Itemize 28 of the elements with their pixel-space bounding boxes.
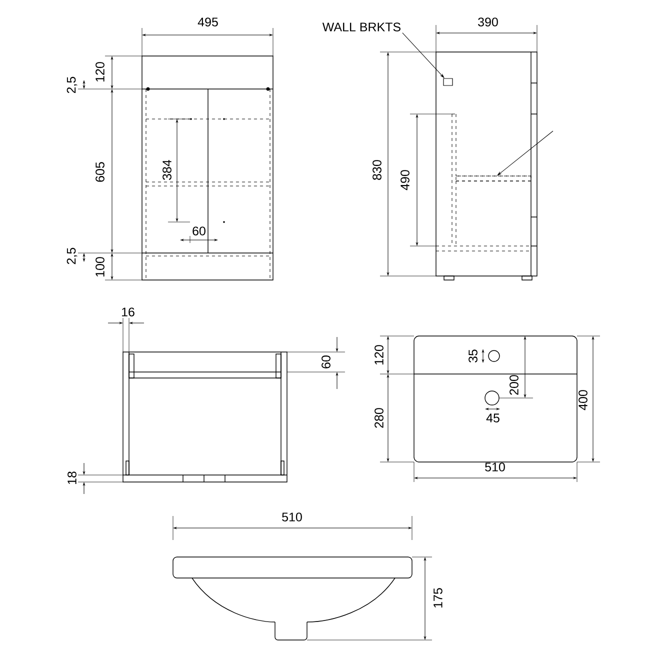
dimension-label: 120	[374, 345, 384, 364]
wall-bracket	[443, 78, 453, 86]
dimension-label: 605	[96, 162, 104, 182]
dimension-label: 175	[434, 588, 442, 608]
dimension-label: 490	[400, 170, 410, 190]
dimension-label: 60	[192, 226, 206, 236]
dimension-label: 100	[96, 257, 104, 276]
dimension-label: 390	[478, 18, 498, 26]
callout-text: WALL BRKTS	[322, 22, 400, 32]
dimension-label: 495	[198, 18, 218, 26]
leader-line	[497, 130, 554, 176]
dimension-label: 18	[68, 472, 76, 484]
dimension-label: 35	[468, 350, 478, 362]
dimension-label: 45	[486, 414, 500, 422]
dimension-label: 60	[322, 356, 330, 368]
shelf	[456, 176, 532, 182]
dimension-label: 510	[282, 512, 302, 522]
dimension-label: 384	[162, 160, 172, 180]
dimension-label: 200	[510, 375, 518, 395]
dimension-label: 2,5	[66, 76, 78, 94]
dimension-label: 120	[96, 62, 104, 82]
leader-line	[402, 32, 444, 78]
dimension-label: 510	[485, 462, 505, 472]
dimension-label: 830	[372, 160, 382, 180]
dimension-label: 280	[374, 408, 384, 428]
dimension-label: 16	[122, 308, 134, 316]
dimension-label: 400	[578, 390, 588, 410]
dimension-label: 2,5	[66, 248, 78, 264]
